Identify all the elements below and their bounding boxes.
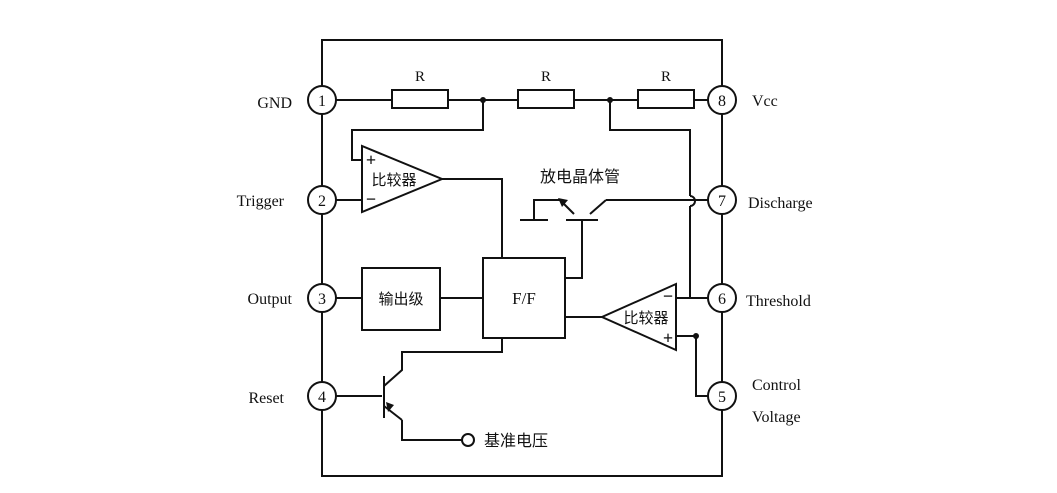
pin-8 (707, 85, 737, 115)
pin-2 (307, 185, 337, 215)
pin-6-label: Threshold (746, 293, 811, 310)
chip-outline (321, 39, 723, 477)
pin-3 (307, 283, 337, 313)
discharge-transistor-label: 放电晶体管 (540, 167, 620, 186)
reset-transistor-arrow (386, 402, 394, 412)
svg-text:4: 4 (318, 389, 326, 406)
pin-1 (307, 85, 337, 115)
pin-8-label: Vcc (752, 93, 778, 110)
comparator-top-plus: + (366, 150, 376, 170)
svg-text:3: 3 (318, 291, 326, 308)
comparator-top (361, 144, 445, 214)
transistor-collector (589, 199, 607, 215)
pin-5-label-line1: Control (752, 377, 801, 394)
resistor-3 (637, 89, 695, 109)
pin-5-label-line2: Voltage (752, 409, 801, 426)
pin-5 (707, 381, 737, 411)
junction-node (693, 333, 699, 339)
comparator-top-label: 比较器 (371, 171, 416, 189)
resistor-1-label: R (415, 69, 425, 85)
svg-text:2: 2 (318, 193, 326, 210)
svg-text:6: 6 (718, 291, 726, 308)
svg-text:5: 5 (718, 389, 726, 406)
comparator-bottom-label: 比较器 (623, 309, 668, 327)
transistor-arrow (558, 198, 568, 207)
flipflop-label: F/F (512, 289, 536, 308)
resistor-1 (391, 89, 449, 109)
pin-7-label: Discharge (748, 195, 813, 212)
comparator-bottom (599, 282, 677, 352)
pin-6 (707, 283, 737, 313)
resistor-3-label: R (661, 69, 671, 85)
pin-3-label: Output (248, 291, 293, 308)
pin-7 (707, 185, 737, 215)
flipflop-block (482, 257, 566, 339)
pin-4-label: Reset (248, 390, 284, 407)
output-stage-label: 输出级 (378, 290, 423, 308)
svg-text:7: 7 (718, 193, 726, 210)
comparator-bottom-minus: − (663, 286, 673, 306)
resistor-2 (517, 89, 575, 109)
resistor-2-label: R (541, 69, 551, 85)
reference-voltage-label: 基准电压 (484, 431, 548, 450)
reference-voltage-terminal (461, 433, 475, 447)
svg-text:8: 8 (718, 93, 726, 110)
comparator-top-minus: − (366, 189, 376, 209)
pin-4 (307, 381, 337, 411)
comparator-bottom-plus: + (663, 328, 673, 348)
reset-transistor-emitter (383, 405, 403, 421)
pin-1-label: GND (257, 95, 292, 112)
pin-2-label: Trigger (237, 193, 285, 210)
svg-text:1: 1 (318, 93, 326, 110)
